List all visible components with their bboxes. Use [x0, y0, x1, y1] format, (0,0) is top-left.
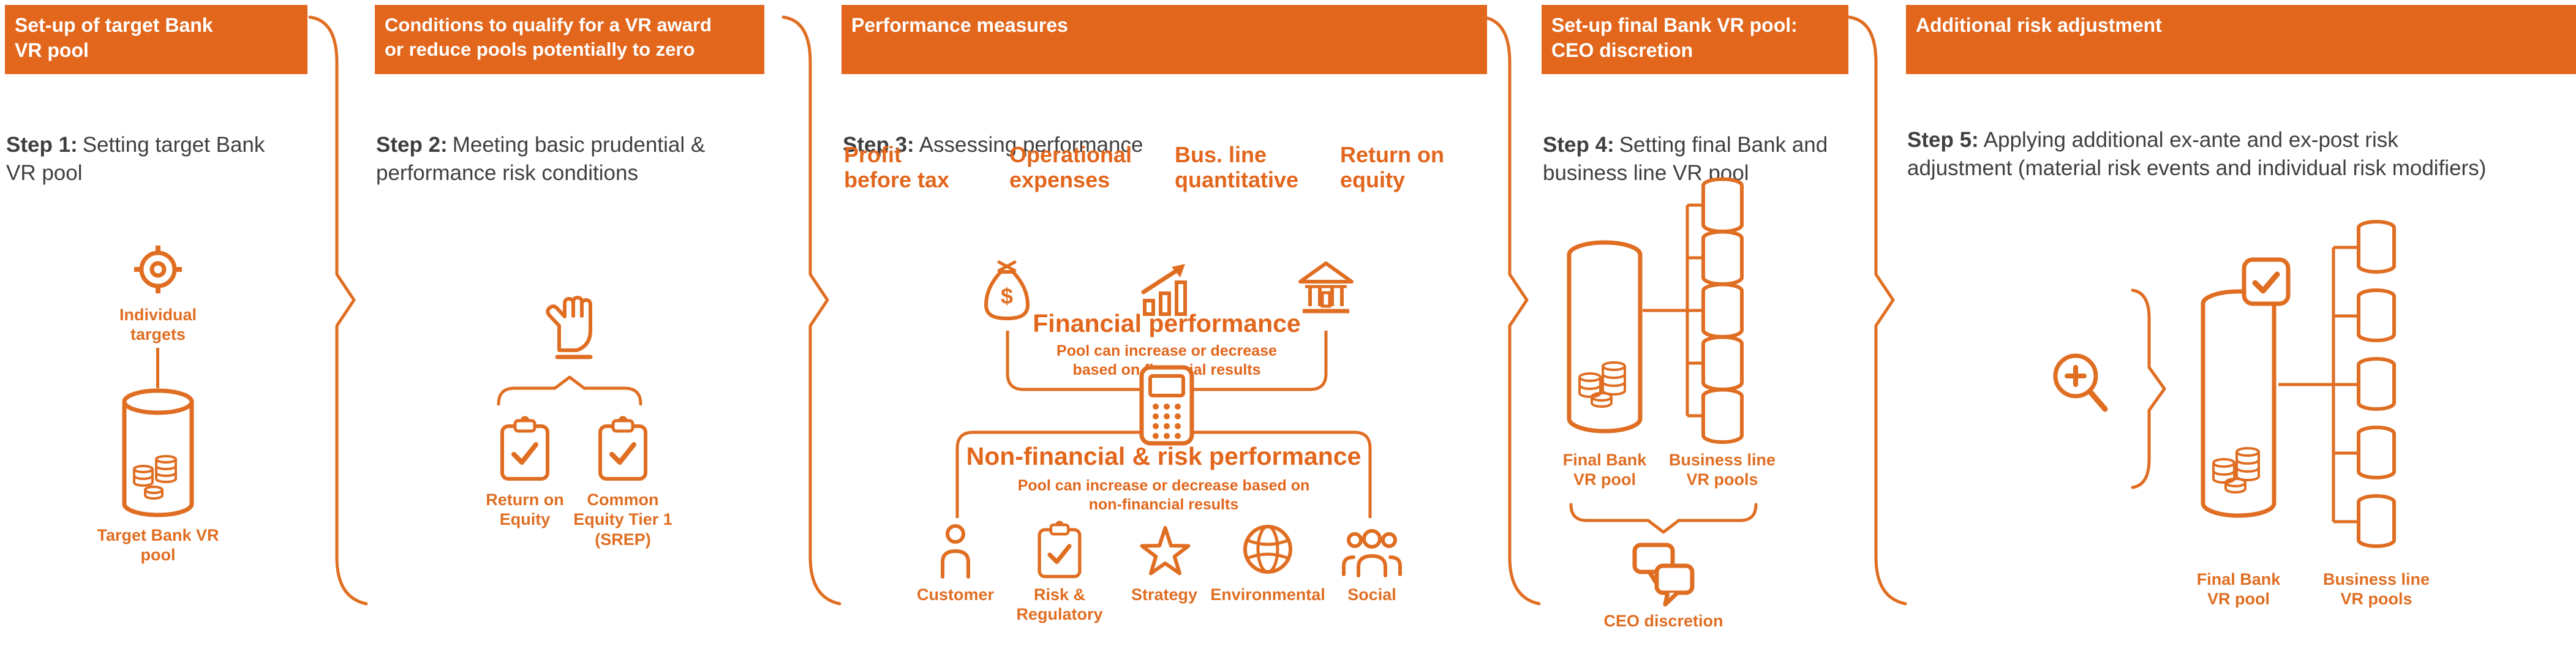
business-pool-cylinder-icon: [1700, 388, 1746, 445]
brace-down-icon: [1569, 503, 1758, 534]
measure-return-on-equity: Return on equity: [1340, 142, 1444, 193]
business-pools-label: Business line VR pools: [1668, 451, 1776, 489]
panel4-step-label: Step 4:: [1543, 133, 1614, 157]
financial-performance-title: Financial performance: [1033, 309, 1301, 337]
check-square-icon: [2240, 256, 2292, 308]
final-pool-label: Final Bank VR pool: [2196, 570, 2281, 609]
measure-operational-expenses: Operational expenses: [1009, 142, 1132, 193]
condition-cet1-label: Common Equity Tier 1 (SREP): [573, 490, 672, 549]
panel-separator: [1478, 11, 1551, 614]
business-pool-cylinder-icon: [2355, 288, 2398, 343]
condition-roe-label: Return on Equity: [486, 490, 564, 529]
measure-profit-before-tax: Profit before tax: [844, 142, 950, 193]
individual-targets-label: Individual targets: [119, 306, 197, 344]
business-pools-label: Business line VR pools: [2322, 570, 2430, 609]
panel2-step: Step 2:Meeting basic prudential & perfor…: [376, 103, 744, 188]
panel3-step: Step 3:Assessing performance: [843, 103, 1394, 159]
panel4-step-text: Setting final Bank and business line VR …: [1543, 133, 1828, 186]
target-pool-label: Target Bank VR pool: [97, 526, 219, 565]
panel1-header: Set-up of target Bank VR pool: [5, 5, 307, 74]
panel5-step-label: Step 5:: [1907, 128, 1979, 152]
factor-social-label: Social: [1347, 585, 1396, 604]
panel1-step-label: Step 1:: [6, 133, 78, 157]
panel5-step-text: Applying additional ex-ante and ex-post …: [1907, 128, 2487, 181]
panel3-header: Performance measures: [842, 5, 1487, 74]
panel5-header: Additional risk adjustment: [1906, 5, 2576, 74]
panel-separator: [1844, 11, 1918, 614]
non-financial-title: Non-financial & risk performance: [966, 442, 1361, 470]
panel-separator: [778, 11, 852, 614]
factor-strategy-label: Strategy: [1131, 585, 1198, 604]
final-pool-cylinder-icon: [2199, 288, 2278, 520]
pool-connector-tree: [2278, 239, 2358, 533]
panel3-step-label: Step 3:: [843, 133, 914, 157]
panel2-step-label: Step 2:: [376, 133, 448, 157]
panel-separator: [305, 11, 378, 614]
business-pool-cylinder-icon: [1700, 282, 1746, 339]
brace-up-icon: [496, 375, 643, 406]
social-people-icon: [1340, 525, 1404, 577]
panel4-header: Set-up final Bank VR pool: CEO discretio…: [1542, 5, 1848, 74]
business-pool-cylinder-icon: [2355, 494, 2398, 549]
business-pool-cylinder-icon: [1700, 177, 1746, 234]
panel1-step-text: Setting target Bank VR pool: [6, 133, 265, 186]
chat-bubbles-icon: [1630, 539, 1697, 607]
panel4-step: Step 4:Setting final Bank and business l…: [1543, 103, 1837, 188]
panel3-step-text: Assessing performance: [919, 133, 1143, 157]
risk-clipboard-icon: [1035, 519, 1084, 580]
business-pool-cylinder-icon: [1700, 230, 1746, 287]
final-pool-label: Final Bank VR pool: [1562, 451, 1647, 489]
svg-text:$: $: [1001, 284, 1013, 309]
magnifier-plus-icon: [2049, 348, 2110, 416]
growth-chart-icon: [1136, 260, 1197, 318]
calculator-icon: [1139, 365, 1194, 446]
target-icon: [130, 242, 186, 297]
pool-connector-tree: [1629, 184, 1715, 429]
ceo-discretion-label: CEO discretion: [1603, 612, 1723, 630]
customer-person-icon: [934, 522, 977, 580]
panel2-step-text: Meeting basic prudential & performance r…: [376, 133, 706, 186]
target-pool-cylinder-icon: [118, 387, 198, 519]
panel1-step: Step 1:Setting target Bank VR pool: [6, 103, 276, 188]
money-bag-icon: $: [978, 256, 1036, 322]
factor-risk-label: Risk & Regulatory: [1016, 585, 1103, 624]
right-brace-icon: [2130, 288, 2168, 490]
clipboard-check-icon: [497, 415, 552, 483]
final-pool-cylinder-icon: [1565, 239, 1644, 435]
panel2-header: Conditions to qualify for a VR award or …: [375, 5, 764, 74]
strategy-star-icon: [1136, 522, 1194, 580]
business-pool-cylinder-icon: [2355, 426, 2398, 480]
measure-bus-line-quantitative: Bus. line quantitative: [1175, 142, 1299, 193]
bank-building-icon: [1295, 257, 1357, 318]
business-pool-cylinder-icon: [1700, 335, 1746, 392]
business-pool-cylinder-icon: [2355, 357, 2398, 411]
clipboard-check-icon: [595, 415, 650, 483]
environmental-globe-icon: [1239, 520, 1297, 579]
business-pool-cylinder-icon: [2355, 220, 2398, 274]
panel5-step: Step 5:Applying additional ex-ante and e…: [1907, 98, 2575, 183]
factor-customer-label: Customer: [916, 585, 995, 604]
raised-hand-icon: [539, 293, 600, 363]
factor-environmental-label: Environmental: [1210, 585, 1325, 604]
non-financial-subtitle: Pool can increase or decrease based on n…: [1017, 477, 1310, 513]
connector-line: [156, 348, 159, 388]
